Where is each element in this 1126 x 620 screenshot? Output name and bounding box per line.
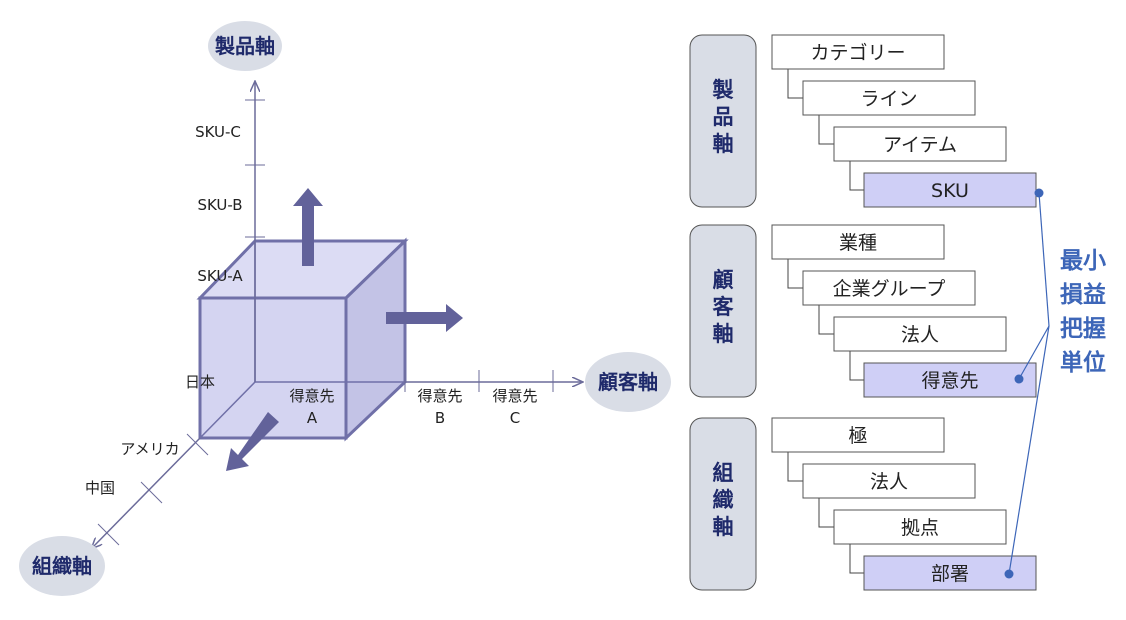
customer-tick-label: B bbox=[435, 409, 445, 427]
product-tick-label: SKU-B bbox=[197, 196, 242, 214]
product-axis-panel-char: 製 bbox=[712, 78, 734, 102]
org-axis-panel bbox=[689, 417, 757, 591]
level-box-label: SKU bbox=[931, 180, 969, 202]
customer-tick-label: C bbox=[510, 409, 520, 427]
customer-tick-label: 得意先 bbox=[492, 387, 537, 405]
product-axis-panel-char: 品 bbox=[713, 105, 734, 129]
level-box-label: 業種 bbox=[839, 232, 877, 254]
org-tick-label: 中国 bbox=[85, 479, 115, 497]
customer-axis-panel bbox=[689, 224, 757, 398]
level-box-label: ライン bbox=[860, 88, 917, 110]
customer-axis-label: 顧客軸 bbox=[598, 370, 658, 394]
customer-axis-panel-char: 顧 bbox=[713, 268, 734, 292]
level-box-label: 法人 bbox=[901, 324, 939, 346]
org-tick-label: アメリカ bbox=[120, 440, 179, 458]
up-arrow-icon bbox=[293, 188, 323, 266]
org-axis-bubble bbox=[19, 536, 105, 596]
level-box bbox=[833, 126, 1007, 162]
level-box bbox=[771, 417, 945, 453]
org-axis-panel-char: 軸 bbox=[713, 515, 734, 539]
level-box-label: 得意先 bbox=[921, 370, 978, 392]
level-box-label: カテゴリー bbox=[810, 42, 905, 64]
level-box bbox=[802, 80, 976, 116]
min-unit-line: 把握 bbox=[1060, 316, 1106, 342]
min-unit-line: 単位 bbox=[1060, 349, 1106, 376]
min-unit-line: 最小 bbox=[1060, 248, 1106, 274]
connector-dot bbox=[1014, 374, 1024, 384]
org-axis-panel-char: 組 bbox=[713, 461, 734, 485]
leaf-level-box bbox=[863, 172, 1037, 208]
product-axis-panel-char: 軸 bbox=[713, 132, 734, 156]
level-box-label: アイテム bbox=[883, 134, 957, 156]
product-tick-label: SKU-A bbox=[197, 267, 243, 285]
level-box-label: 企業グループ bbox=[833, 278, 946, 300]
org-axis-line bbox=[92, 437, 201, 548]
org-tick-label: 日本 bbox=[185, 373, 215, 391]
customer-axis-panel-char: 軸 bbox=[713, 322, 734, 346]
min-unit-line: 損益 bbox=[1060, 281, 1106, 308]
right-arrow-icon bbox=[386, 304, 463, 332]
hierarchy-trees: 製品軸カテゴリーラインアイテムSKU顧客軸業種企業グループ法人得意先組織軸極法人… bbox=[689, 34, 1050, 591]
level-box bbox=[802, 270, 976, 306]
level-box-label: 法人 bbox=[870, 471, 908, 493]
level-box bbox=[833, 316, 1007, 352]
product-axis-label: 製品軸 bbox=[215, 34, 275, 58]
connector-dot bbox=[1004, 569, 1014, 579]
level-box bbox=[802, 463, 976, 499]
customer-axis-bubble bbox=[585, 352, 671, 412]
cube-front-face bbox=[198, 296, 348, 440]
level-box-label: 極 bbox=[848, 425, 867, 447]
product-axis-bubble bbox=[208, 21, 282, 71]
customer-axis-panel-char: 客 bbox=[713, 295, 735, 319]
product-tick-label: SKU-C bbox=[195, 123, 241, 141]
min-unit-connectors bbox=[1004, 188, 1050, 579]
leaf-level-box bbox=[863, 362, 1037, 398]
org-axis-label: 組織軸 bbox=[32, 554, 92, 578]
min-unit-label: 最小 損益 把握 単位 bbox=[1060, 248, 1106, 376]
customer-tick-label: A bbox=[307, 409, 318, 427]
connector-dot bbox=[1034, 188, 1044, 198]
product-axis-panel bbox=[689, 34, 757, 208]
customer-tick-label: 得意先 bbox=[289, 387, 334, 405]
level-box-label: 部署 bbox=[931, 563, 969, 585]
level-box bbox=[771, 224, 945, 260]
level-box bbox=[833, 509, 1007, 545]
level-box bbox=[771, 34, 945, 70]
cube-diagram: 製品軸 顧客軸 組織軸 SKU-C SKU-B SKU-A 得意先 A 得意先 … bbox=[19, 21, 671, 596]
level-box-label: 拠点 bbox=[901, 517, 939, 539]
org-axis-panel-char: 織 bbox=[713, 488, 734, 512]
down-left-arrow-icon bbox=[226, 412, 279, 471]
customer-tick-label: 得意先 bbox=[417, 387, 462, 405]
